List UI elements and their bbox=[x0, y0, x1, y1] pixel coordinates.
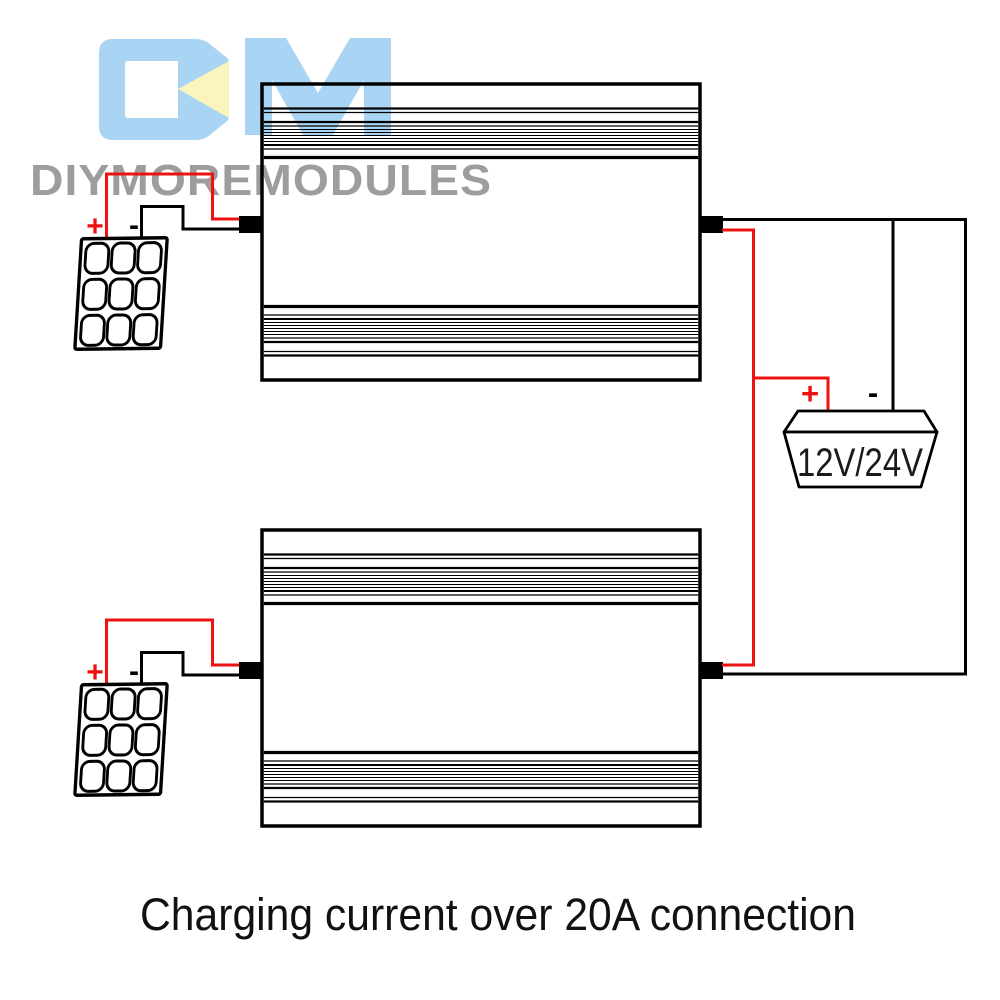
logo-letter-m bbox=[245, 38, 391, 135]
panel-positive-label: + bbox=[86, 210, 104, 243]
solar-cell bbox=[131, 759, 159, 793]
solar-cell bbox=[83, 687, 111, 721]
panel-positive-wire bbox=[105, 172, 240, 237]
solar-cell bbox=[79, 759, 106, 793]
solar-cell bbox=[79, 313, 106, 347]
solar-cell bbox=[109, 687, 137, 721]
pv-unit-1: +- bbox=[73, 82, 723, 382]
bus-wiring bbox=[722, 218, 967, 676]
battery: + - 12V/24V bbox=[782, 375, 939, 489]
panel-negative-wire bbox=[140, 205, 240, 237]
battery-body bbox=[782, 430, 939, 489]
solar-cell bbox=[81, 723, 109, 757]
battery-positive-wire bbox=[753, 376, 830, 411]
terminal-block-right bbox=[699, 662, 723, 679]
logo-triangle-icon bbox=[178, 61, 229, 118]
solar-panel bbox=[73, 236, 169, 351]
charge-controller bbox=[260, 82, 702, 382]
solar-cell bbox=[133, 277, 161, 311]
battery-voltage-label: 12V/24V bbox=[797, 441, 923, 485]
solar-cell bbox=[105, 759, 133, 793]
heatsink-fins bbox=[263, 107, 699, 357]
panel-negative-label: - bbox=[129, 209, 139, 242]
battery-negative-label: - bbox=[868, 375, 878, 410]
battery-top-face bbox=[782, 409, 939, 434]
diagram-caption: Charging current over 20A connection bbox=[140, 889, 856, 940]
solar-cell bbox=[136, 241, 163, 275]
solar-cell bbox=[136, 687, 163, 721]
solar-cell bbox=[105, 313, 133, 347]
panel-negative-label: - bbox=[129, 655, 139, 688]
panel-positive-wire bbox=[105, 618, 240, 683]
charge-controller bbox=[260, 528, 702, 828]
heatsink-fins bbox=[263, 553, 699, 803]
solar-cell bbox=[131, 313, 159, 347]
solar-cell bbox=[107, 277, 135, 311]
solar-panel bbox=[73, 682, 169, 797]
terminal-block-right bbox=[699, 216, 723, 233]
logo-letter-d bbox=[99, 39, 229, 140]
bus-positive-wire bbox=[722, 228, 755, 667]
solar-cell bbox=[107, 723, 135, 757]
terminal-block-left bbox=[239, 216, 263, 233]
solar-cell bbox=[81, 277, 109, 311]
panel-positive-label: + bbox=[86, 656, 104, 689]
solar-panel-frame bbox=[73, 236, 169, 351]
solar-panel-frame bbox=[73, 682, 169, 797]
terminal-block-left bbox=[239, 662, 263, 679]
bus-negative-wire bbox=[722, 218, 967, 676]
battery-positive-label: + bbox=[801, 376, 819, 411]
panel-negative-wire bbox=[140, 651, 240, 683]
solar-cell bbox=[83, 241, 111, 275]
solar-cell bbox=[133, 723, 161, 757]
pv-unit-2: +- bbox=[73, 528, 723, 828]
solar-cell bbox=[109, 241, 137, 275]
